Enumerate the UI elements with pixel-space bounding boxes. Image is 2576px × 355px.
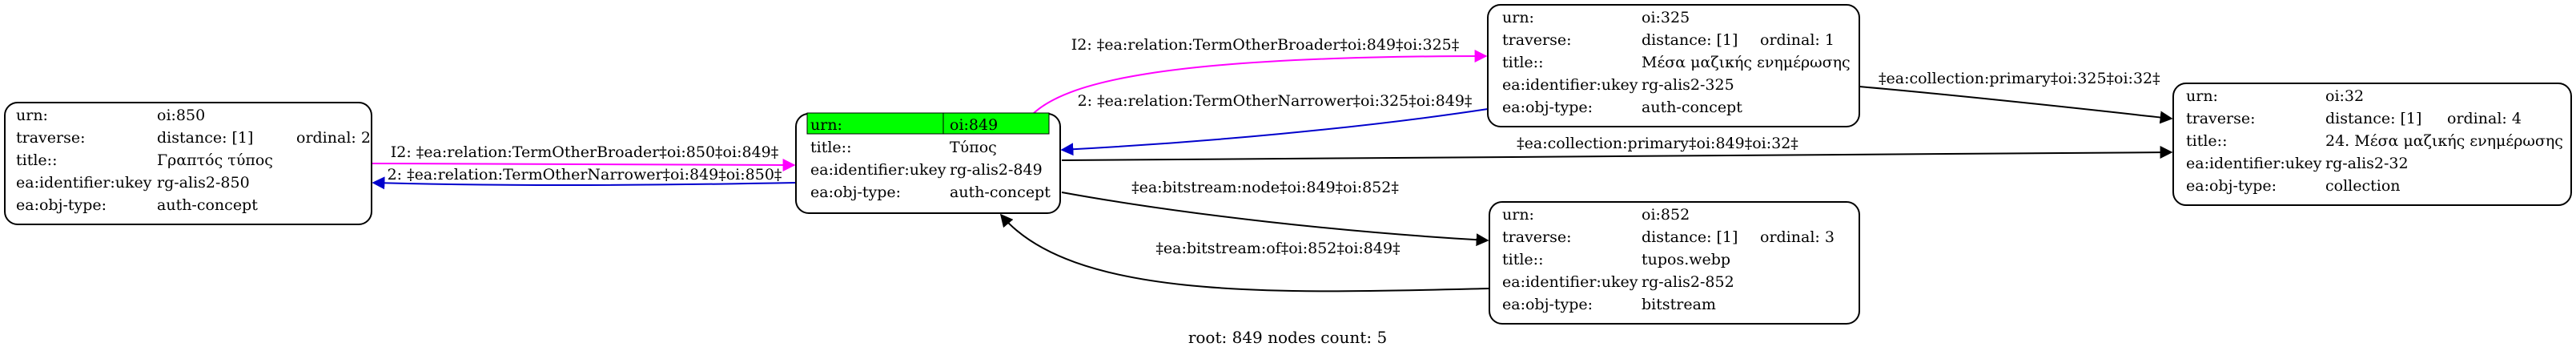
node-849[interactable]: urn: oi:849title::Τύποςea:identifier:ukey…: [795, 112, 1061, 214]
node-field-value: Γραπτός τύπος: [157, 151, 273, 169]
node-box: [4, 102, 372, 225]
node-field-key: ea:identifier:ukey: [810, 161, 946, 179]
node-field-key: title::: [1502, 54, 1543, 71]
edge-852-bitstreamof-849: ‡ea:bitstream:of‡oi:852‡oi:849‡: [999, 213, 1490, 292]
node-field-value: auth-concept: [950, 184, 1051, 201]
edge-line: [1859, 86, 2173, 124]
edge-label: I2: ‡ea:relation:TermOtherBroader‡oi:850…: [391, 143, 779, 161]
node-field-key: ea:identifier:ukey: [1502, 273, 1638, 291]
edge-line: [1061, 192, 1489, 247]
node-field-value: oi:852: [1642, 206, 1690, 224]
node-box: [1487, 4, 1860, 127]
node-field-value: distance: [1]: [1642, 31, 1738, 49]
node-field-key: title::: [16, 151, 57, 169]
edges-layer: I2: ‡ea:relation:TermOtherBroader‡oi:849…: [371, 36, 2173, 292]
node-field-value: oi:325: [1642, 9, 1690, 26]
node-field-key: ea:obj-type:: [1502, 296, 1593, 313]
edge-label: I2: ‡ea:relation:TermOtherBroader‡oi:849…: [1071, 36, 1460, 54]
edge-325-narrower-849: 2: ‡ea:relation:TermOtherNarrower‡oi:325…: [1060, 92, 1489, 156]
edge-325-primary-32: ‡ea:collection:primary‡oi:325‡oi:32‡: [1859, 70, 2173, 124]
node-field-value: distance: [1]: [157, 129, 253, 147]
node-field-value: rg-alis2-850: [157, 174, 250, 192]
edge-label: 2: ‡ea:relation:TermOtherNarrower‡oi:849…: [388, 166, 782, 184]
node-field-key: title::: [1502, 251, 1543, 268]
edge-label: 2: ‡ea:relation:TermOtherNarrower‡oi:325…: [1078, 92, 1473, 110]
node-field-value: rg-alis2-849: [950, 161, 1043, 179]
node-field-key: urn:: [2186, 87, 2218, 105]
node-field-value: rg-alis2-325: [1642, 76, 1734, 94]
node-field-value: oi:849: [950, 116, 998, 134]
edge-label: ‡ea:collection:primary‡oi:325‡oi:32‡: [1879, 70, 2160, 87]
node-field-value: collection: [2325, 177, 2401, 195]
edge-850-broader-849: I2: ‡ea:relation:TermOtherBroader‡oi:850…: [371, 143, 796, 171]
node-field-value: rg-alis2-852: [1642, 273, 1734, 291]
node-field-value: bitstream: [1642, 296, 1716, 313]
edge-849-broader-325: I2: ‡ea:relation:TermOtherBroader‡oi:849…: [1032, 36, 1488, 115]
node-field-value: oi:32: [2325, 87, 2364, 105]
edge-line: [1032, 50, 1488, 115]
node-field-key: traverse:: [1502, 31, 1572, 49]
node-field-ordinal: ordinal: 3: [1760, 228, 1835, 246]
node-850[interactable]: urn: oi:850 traverse: distance: [1] ordinal:…: [4, 102, 372, 225]
node-field-key: title::: [2186, 132, 2227, 150]
node-field-value: tupos.webp: [1642, 251, 1730, 268]
edge-849-bitstream-852: ‡ea:bitstream:node‡oi:849‡oi:852‡: [1061, 179, 1489, 247]
node-field-value: Μέσα μαζικής ενημέρωσης: [1642, 54, 1851, 71]
edge-label: ‡ea:collection:primary‡oi:849‡oi:32‡: [1517, 135, 1798, 152]
edge-849-narrower-850: 2: ‡ea:relation:TermOtherNarrower‡oi:849…: [372, 166, 797, 190]
node-field-key: urn:: [810, 116, 842, 134]
node-field-key: urn:: [1502, 9, 1534, 26]
node-field-value: distance: [1]: [2325, 110, 2421, 127]
node-852[interactable]: urn: oi:852 traverse: distance: [1] ordinal:…: [1489, 201, 1860, 325]
graph-caption: root: 849 nodes count: 5: [1188, 328, 1387, 347]
edge-line: [1060, 108, 1489, 156]
node-field-value: Τύπος: [950, 139, 997, 156]
edge-line: [1061, 146, 2173, 161]
node-field-value: auth-concept: [1642, 99, 1742, 116]
node-field-key: ea:identifier:ukey: [16, 174, 152, 192]
node-field-value: oi:850: [157, 107, 205, 124]
edge-label: ‡ea:bitstream:of‡oi:852‡oi:849‡: [1155, 240, 1400, 257]
node-box: [2172, 83, 2572, 206]
node-field-key: ea:identifier:ukey: [2186, 155, 2322, 172]
node-box: [1489, 201, 1860, 325]
node-field-key: ea:obj-type:: [810, 184, 901, 201]
root-highlight: [806, 112, 1050, 135]
node-field-key: urn:: [16, 107, 48, 124]
edge-line: [999, 213, 1490, 292]
node-325[interactable]: urn: oi:325 traverse: distance: [1] ordinal:…: [1487, 4, 1860, 127]
node-32[interactable]: urn: oi:32 traverse: distance: [1] ordinal: …: [2172, 83, 2572, 206]
node-field-value: 24. Μέσα μαζικής ενημέρωσης: [2325, 132, 2563, 150]
node-field-key: ea:obj-type:: [1502, 99, 1593, 116]
node-field-key: traverse:: [1502, 228, 1572, 246]
nodes-layer: urn: oi:850 traverse: distance: [1] ordinal:…: [4, 4, 2572, 325]
edge-label: ‡ea:bitstream:node‡oi:849‡oi:852‡: [1131, 179, 1399, 196]
node-field-ordinal: ordinal: 1: [1760, 31, 1835, 49]
node-field-value: distance: [1]: [1642, 228, 1738, 246]
node-field-ordinal: ordinal: 2: [296, 129, 371, 147]
node-field-key: ea:identifier:ukey: [1502, 76, 1638, 94]
edge-line: [372, 176, 797, 190]
edge-line: [371, 158, 796, 171]
node-field-key: urn:: [1502, 206, 1534, 224]
node-field-key: ea:obj-type:: [16, 196, 106, 214]
node-field-value: auth-concept: [157, 196, 258, 214]
node-field-key: traverse:: [16, 129, 86, 147]
node-field-key: ea:obj-type:: [2186, 177, 2277, 195]
node-field-value: rg-alis2-32: [2325, 155, 2409, 172]
node-field-key: title::: [810, 139, 851, 156]
node-field-key: traverse:: [2186, 110, 2256, 127]
node-field-ordinal: ordinal: 4: [2447, 110, 2522, 127]
